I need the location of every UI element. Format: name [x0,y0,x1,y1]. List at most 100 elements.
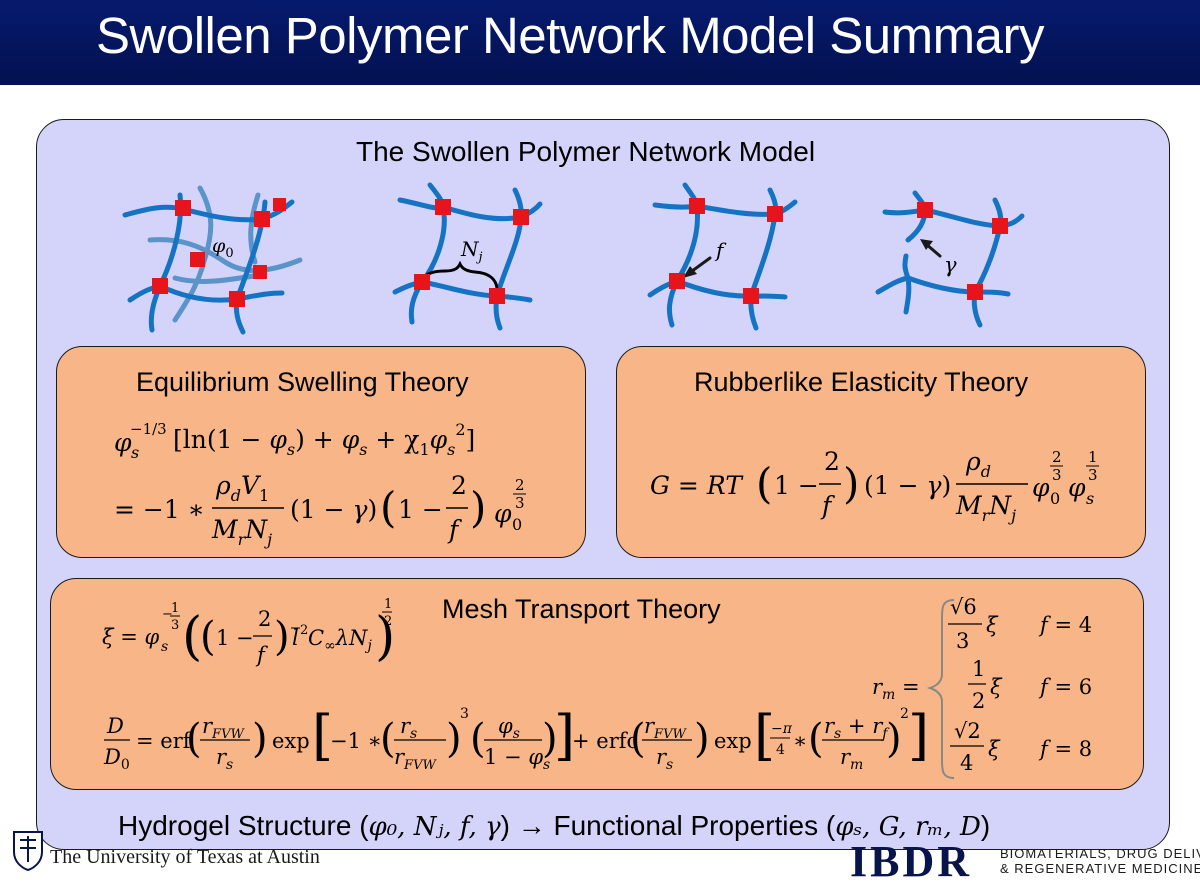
network-diagram-nj [392,182,543,331]
svg-text:2: 2 [824,447,840,476]
svg-text:ξ = φ: ξ = φ [102,625,160,649]
svg-text:1: 1 [171,601,179,616]
svg-text:φ: φ [114,428,132,457]
swelling-box [56,346,586,558]
svg-text:(1 − γ): (1 − γ) [864,471,951,500]
svg-text:rs + rf: rs + rf [824,714,890,742]
network-diagram-f [647,182,798,331]
rubber-equation: G = RT ( 1 − 2 f ) (1 − γ) ρd MrNj φ 0 2… [650,447,1099,525]
svg-text:1 − φs: 1 − φs [484,745,550,773]
label-gamma: γ [944,253,957,277]
summary-left: Hydrogel Structure ( [118,810,369,841]
label-f: f [714,238,727,262]
svg-text:2: 2 [451,471,467,500]
svg-text:(1 − γ): (1 − γ) [290,495,377,524]
svg-text:l: l [292,626,299,650]
svg-text:): ) [252,716,268,762]
ibdr-subtitle-line1: BIOMATERIALS, DRUG DELIVERY [1000,846,1200,861]
rm-case-f6: 1 2 ξ f = 6 [968,657,1092,713]
svg-text:3: 3 [171,618,179,633]
svg-text:4: 4 [960,751,973,775]
svg-text:): ) [274,614,290,660]
svg-text:f: f [255,643,268,667]
svg-text:2: 2 [515,476,525,494]
ut-seal-icon [13,831,43,872]
svg-text:exp: exp [272,729,310,753]
svg-text:): ) [843,459,859,508]
svg-text:): ) [694,716,710,762]
svg-text:ξ: ξ [986,613,999,637]
svg-text:s: s [161,639,168,655]
rm-case-f8: √2 4 ξ f = 8 [950,719,1092,775]
svg-text:rs: rs [400,714,417,742]
svg-text:√2: √2 [954,719,981,743]
svg-text:−1/3: −1/3 [130,420,167,438]
svg-text:exp: exp [714,729,752,753]
svg-text:φ: φ [1032,473,1050,502]
svg-text:): ) [470,483,486,532]
rm-case-f4: √6 3 ξ f = 4 [948,595,1092,653]
svg-text:(: ( [380,716,396,762]
network-diagram-phi0 [122,185,303,335]
svg-text:): ) [886,716,902,762]
svg-text:1: 1 [972,657,985,681]
svg-text:f = 4: f = 4 [1038,613,1092,637]
summary-arrow: ) → Functional Properties ( [500,810,836,841]
svg-text:ρd: ρd [965,447,991,481]
main-heading: The Swollen Polymer Network Model [356,136,816,167]
svg-text:−1 ∗: −1 ∗ [330,729,382,753]
svg-text:1 −: 1 − [398,495,443,524]
svg-text:s: s [131,443,139,462]
svg-text:+ erfc: + erfc [572,729,638,753]
svg-text:(: ( [200,614,216,660]
svg-text:[ln(1 − φs) + φs + χ1φs2]: [ln(1 − φs) + φs + χ1φs2] [173,420,475,459]
rubber-box [616,346,1146,558]
svg-text:1: 1 [384,597,392,612]
ibdr-subtitle-line2: & REGENERATIVE MEDICINE [1000,861,1200,876]
page-title: Swollen Polymer Network Model Summary [96,7,1044,64]
swelling-title: Equilibrium Swelling Theory [136,367,469,397]
svg-text:3: 3 [515,494,525,512]
svg-text:ρdV1: ρdV1 [215,471,269,505]
structure-property-summary: Hydrogel Structure (φ₀, Nⱼ, f, γ) → Func… [118,810,990,842]
svg-text:(: ( [186,716,202,762]
svg-text:4: 4 [776,742,785,758]
svg-text:1: 1 [1088,448,1098,466]
mesh-title: Mesh Transport Theory [442,594,721,624]
svg-text:[: [ [754,704,775,767]
svg-text:MrNj: MrNj [211,515,272,549]
svg-text:D: D [106,714,124,738]
svg-text:(: ( [380,483,396,532]
svg-text:(: ( [808,716,824,762]
svg-text:rFVW: rFVW [202,714,245,742]
svg-text:): ) [542,716,558,762]
svg-text:3: 3 [956,629,969,653]
svg-text:(: ( [630,716,646,762]
svg-text:rFVW: rFVW [644,714,687,742]
svg-text:rm =: rm = [872,675,920,703]
svg-text:rs: rs [216,745,233,773]
svg-text:ξ: ξ [990,675,1003,699]
svg-text:f: f [820,491,835,520]
svg-text:ξ: ξ [988,737,1001,761]
title-bar [0,0,1200,85]
svg-text:f = 6: f = 6 [1038,675,1092,699]
svg-text:f = 8: f = 8 [1038,737,1092,761]
svg-text:C∞λNj: C∞λNj [308,626,372,654]
svg-text:−: − [162,607,173,622]
svg-text:φs: φs [498,714,520,742]
ibdr-subtitle: BIOMATERIALS, DRUG DELIVERY & REGENERATI… [1000,846,1200,876]
svg-text:[: [ [312,704,333,767]
rm-cases: √6 3 ξ f = 4 1 2 ξ f = 6 √2 4 ξ f = 8 [948,595,1092,775]
summary-close: ) [980,810,991,841]
svg-text:]: ] [554,704,575,767]
svg-text:2: 2 [900,706,909,722]
svg-text:1 −: 1 − [216,626,254,650]
svg-text:2: 2 [972,689,985,713]
svg-text:0: 0 [1050,489,1060,508]
svg-text:(: ( [182,607,202,667]
svg-text:]: ] [908,704,929,767]
svg-text:3: 3 [460,706,469,722]
svg-text:1 −: 1 − [774,471,819,500]
